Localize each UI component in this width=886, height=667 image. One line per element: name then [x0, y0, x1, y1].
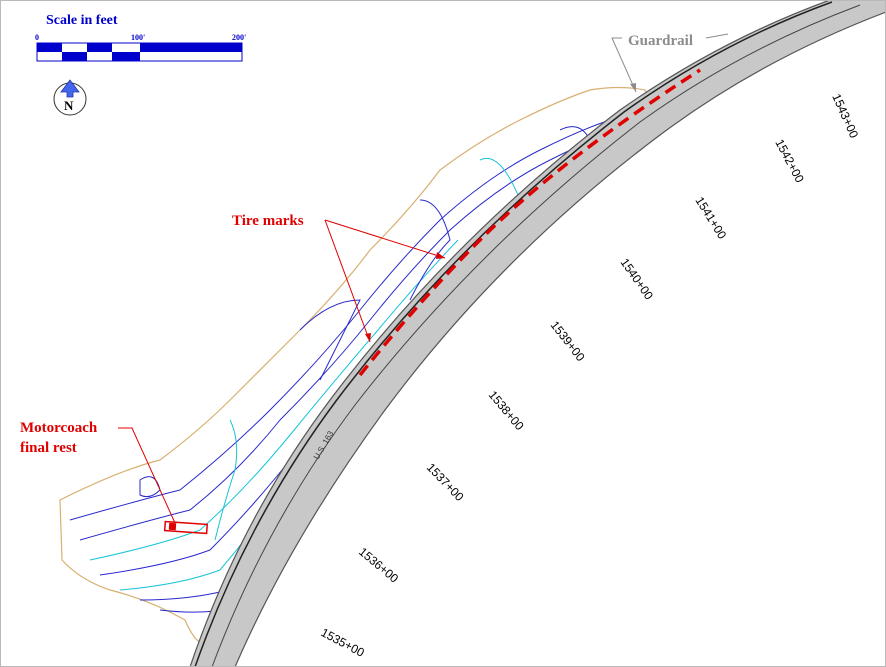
tire-marks-label: Tire marks	[232, 213, 304, 229]
contour-line	[69, 119, 611, 521]
scale-segment	[37, 43, 62, 52]
roadway-surface	[189, 0, 886, 667]
contour-line	[409, 199, 451, 301]
motorcoach-outline	[163, 520, 209, 535]
roadway-edge	[194, 1, 833, 667]
motorcoach-leader-line	[118, 427, 176, 524]
north-letter: N	[64, 98, 74, 113]
scale-segment	[112, 52, 140, 61]
scale-tick-0: 0	[35, 33, 39, 42]
tire-marks-leader-line	[324, 219, 371, 343]
contour-line	[79, 127, 621, 541]
station-label: 1539+00	[548, 318, 588, 364]
station-label: 1538+00	[486, 388, 527, 433]
contour-line	[299, 299, 361, 381]
motorcoach-front	[168, 522, 177, 531]
arrowhead	[365, 333, 371, 342]
guardrail-leader-line	[705, 33, 729, 39]
tire-marks-leader-line	[324, 219, 446, 259]
north-arrow: N	[53, 79, 87, 116]
contour-line	[139, 476, 161, 498]
station-label: 1543+00	[829, 92, 861, 141]
guardrail-label: Guardrail	[628, 33, 693, 49]
station-label: 1540+00	[618, 256, 657, 303]
station-label: 1537+00	[424, 460, 467, 504]
contour-line	[479, 158, 521, 201]
station-label: 1541+00	[692, 194, 729, 242]
contour-line	[214, 419, 238, 541]
roadway	[189, 0, 886, 667]
arrowhead	[436, 252, 445, 259]
scale-title: Scale in feet	[46, 13, 118, 28]
scale-tick-200: 200'	[232, 33, 246, 42]
scale-segment	[140, 43, 242, 52]
guardrail-leader-line	[611, 37, 637, 93]
roadway-centerline	[211, 4, 861, 667]
station-label: 1542+00	[772, 137, 807, 185]
scale-segment	[87, 43, 112, 52]
scale-bar: Scale in feet 0 100' 200'	[35, 13, 246, 62]
motorcoach-label-line1: Motorcoach	[20, 420, 98, 436]
motorcoach-label-line2: final rest	[20, 440, 77, 456]
station-label: 1536+00	[356, 545, 401, 586]
tire-marks-path	[358, 68, 701, 377]
motorcoach-final-rest	[163, 520, 209, 535]
north-arrow-icon	[60, 79, 80, 98]
station-label: 1535+00	[319, 625, 367, 660]
arrowhead	[630, 83, 636, 92]
scale-segment	[62, 52, 87, 61]
contour-line	[89, 239, 459, 561]
scale-tick-100: 100'	[131, 33, 145, 42]
